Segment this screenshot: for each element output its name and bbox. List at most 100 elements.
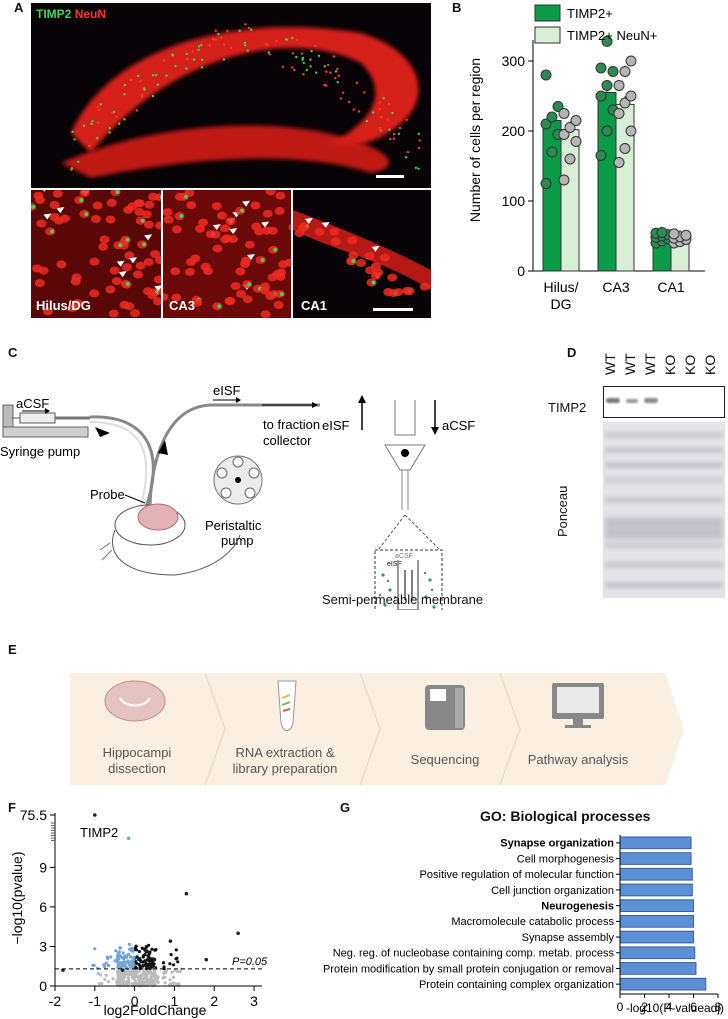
cell-dot [378, 108, 381, 111]
cell-dot [200, 58, 204, 61]
gene-point [155, 979, 159, 983]
arrowhead-icon [229, 228, 238, 235]
arrowhead-icon [304, 217, 313, 224]
data-point [656, 227, 668, 238]
legend-swatch [534, 26, 561, 44]
cell-dot [151, 94, 155, 98]
neuron-cell [244, 240, 255, 249]
neuron-cell [154, 256, 161, 265]
step-3-line-1: Sequencing [411, 752, 480, 767]
neuron-cell [105, 215, 116, 224]
cell-dot [118, 122, 121, 125]
cell-dot [219, 36, 223, 39]
gene-point [124, 970, 128, 974]
neuron-cell [387, 273, 398, 282]
cell-dot [334, 70, 338, 73]
data-point [558, 174, 570, 186]
gene-point [120, 982, 124, 986]
gene-point [96, 971, 100, 975]
arrowhead-icon [371, 245, 380, 252]
data-point [570, 115, 582, 126]
cell-dot [108, 131, 111, 134]
neuron-cell [265, 292, 276, 301]
go-bar [619, 883, 693, 897]
cell-dot [174, 64, 177, 68]
timp2-annotation: TIMP2 [80, 825, 118, 840]
cell-dot [291, 36, 294, 40]
legend-label: TIMP2+ [567, 6, 613, 21]
gene-point [116, 978, 120, 982]
neuron-cell [260, 310, 271, 318]
y-tick-label: 3 [39, 938, 47, 954]
cell-dot [355, 81, 359, 85]
gene-point [146, 978, 151, 983]
cell-dot [197, 48, 200, 51]
chart-g-title: GO: Biological processes [480, 808, 651, 824]
x-tick-label: 6 [690, 1000, 697, 1014]
gene-point [137, 962, 141, 967]
gene-point [124, 964, 128, 969]
gene-point [144, 949, 149, 954]
cell-dot [398, 126, 402, 130]
chart-f-ylabel: −log10(pvalue) [9, 851, 25, 944]
gene-point [153, 975, 157, 979]
gene-point [119, 954, 123, 958]
cell-dot [129, 78, 132, 82]
timp2-cell [31, 204, 36, 209]
y-tick-label: 0 [517, 263, 525, 279]
x-tick-label: -1 [89, 993, 102, 1009]
data-point [595, 90, 607, 102]
cell-dot [73, 138, 76, 141]
gene-point [145, 963, 149, 967]
neuron-cell [143, 220, 154, 229]
y-tick-label: 9 [39, 859, 47, 875]
cell-dot [217, 32, 220, 36]
gene-point [103, 965, 107, 969]
neuron-cell [278, 260, 289, 269]
lane-label: WT [642, 353, 658, 375]
data-point [540, 69, 552, 81]
timp2-cell [217, 304, 222, 309]
cell-dot [341, 91, 345, 95]
neuron-cell [275, 191, 286, 200]
cell-dot [139, 80, 142, 83]
cell-dot [99, 103, 102, 106]
ponceau-band [605, 462, 723, 468]
inner-eisf: eISF [387, 561, 402, 568]
neuron-cell [170, 267, 181, 276]
cell-dot [140, 95, 144, 98]
neuron-cell [274, 290, 285, 299]
cell-dot [329, 71, 332, 74]
lane-label: WT [602, 353, 618, 375]
neuron-cell [250, 201, 261, 210]
inset-ca1: CA1 [293, 190, 431, 318]
gene-point [150, 983, 154, 987]
neuron-cell [134, 199, 145, 208]
cell-dot [336, 81, 339, 84]
neuron-cell [92, 201, 103, 210]
gene-point [129, 955, 133, 959]
neuron-cell [330, 237, 341, 246]
gene-point [149, 958, 153, 962]
cell-dot [197, 45, 201, 48]
y-tick-label: 200 [502, 123, 526, 139]
data-point [625, 125, 637, 137]
cell-dot [268, 53, 271, 56]
gene-point [115, 960, 119, 964]
gene-point [143, 975, 147, 979]
timp2-cell [247, 282, 252, 287]
cell-dot [135, 109, 138, 112]
step-1-line-1: Hippocampi [103, 745, 172, 760]
data-point [625, 55, 637, 67]
arrowhead-icon [242, 200, 251, 207]
arrowhead-icon [56, 207, 65, 214]
gene-point [145, 958, 149, 962]
go-term-label: Neurogenesis [541, 901, 614, 913]
cell-dot [97, 121, 100, 124]
neuron-cell [373, 268, 384, 277]
gene-point [116, 969, 120, 974]
cell-dot [185, 52, 188, 56]
threshold-label: P=0.05 [232, 956, 268, 968]
gene-point [178, 970, 182, 974]
